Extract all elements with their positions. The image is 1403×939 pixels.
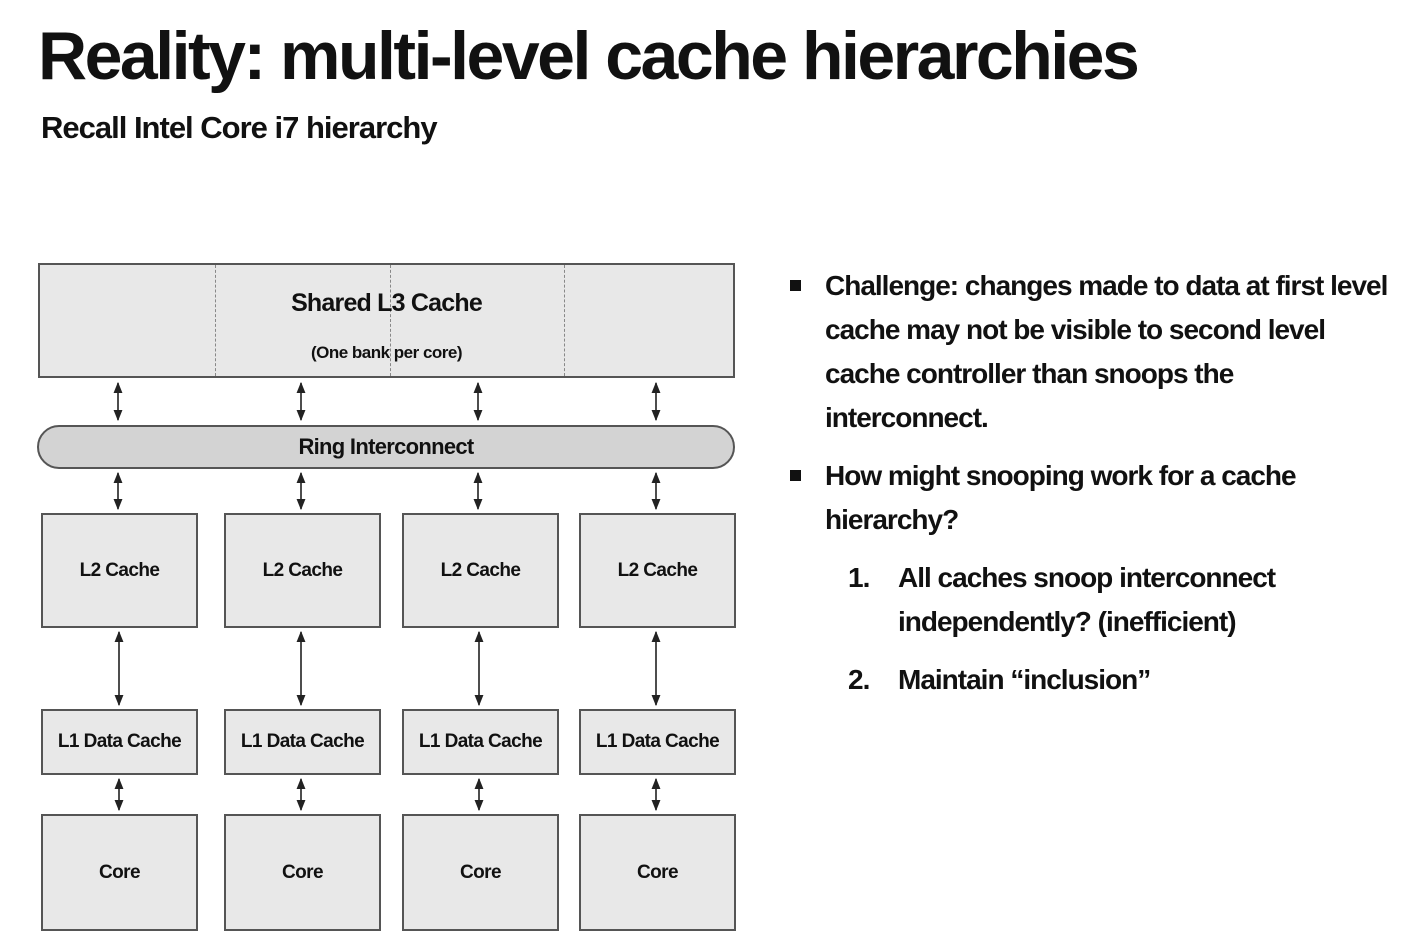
ring-interconnect: Ring Interconnect (37, 425, 735, 469)
numbered-item: 1. All caches snoop interconnect indepen… (848, 556, 1400, 644)
l1-data-cache-box: L1 Data Cache (41, 709, 198, 775)
l2-cache-box: L2 Cache (402, 513, 559, 628)
item-text: All caches snoop interconnect independen… (898, 562, 1276, 637)
bank-divider (215, 265, 216, 376)
bullet-text: How might snooping work for a cache hier… (825, 460, 1297, 535)
numbered-item: 2. Maintain “inclusion” (848, 658, 1400, 702)
l3-cache-label: Shared L3 Cache (291, 289, 483, 317)
core-box: Core (579, 814, 736, 931)
l3-cache-sublabel: (One bank per core) (310, 343, 463, 362)
core-box: Core (41, 814, 198, 931)
l2-cache-box: L2 Cache (579, 513, 736, 628)
bullet-item: How might snooping work for a cache hier… (790, 454, 1400, 702)
l2-cache-box: L2 Cache (224, 513, 381, 628)
core-box: Core (224, 814, 381, 931)
square-bullet-icon (790, 280, 801, 291)
slide-title: Reality: multi-level cache hierarchies (38, 18, 1140, 94)
bank-divider (390, 265, 391, 376)
l1-data-cache-box: L1 Data Cache (402, 709, 559, 775)
bank-divider (564, 265, 565, 376)
bullet-text: Challenge: changes made to data at first… (825, 270, 1388, 433)
item-number: 1. (848, 562, 870, 593)
l1-data-cache-box: L1 Data Cache (579, 709, 736, 775)
item-text: Maintain “inclusion” (898, 664, 1151, 695)
core-box: Core (402, 814, 559, 931)
item-number: 2. (848, 664, 870, 695)
l2-cache-box: L2 Cache (41, 513, 198, 628)
square-bullet-icon (790, 470, 801, 481)
l1-data-cache-box: L1 Data Cache (224, 709, 381, 775)
bullet-item: Challenge: changes made to data at first… (790, 264, 1400, 440)
shared-l3-cache: Shared L3 Cache (One bank per core) (38, 263, 735, 378)
numbered-sublist: 1. All caches snoop interconnect indepen… (848, 556, 1400, 702)
bullet-list: Challenge: changes made to data at first… (790, 264, 1400, 702)
slide-subtitle: Recall Intel Core i7 hierarchy (41, 110, 438, 145)
